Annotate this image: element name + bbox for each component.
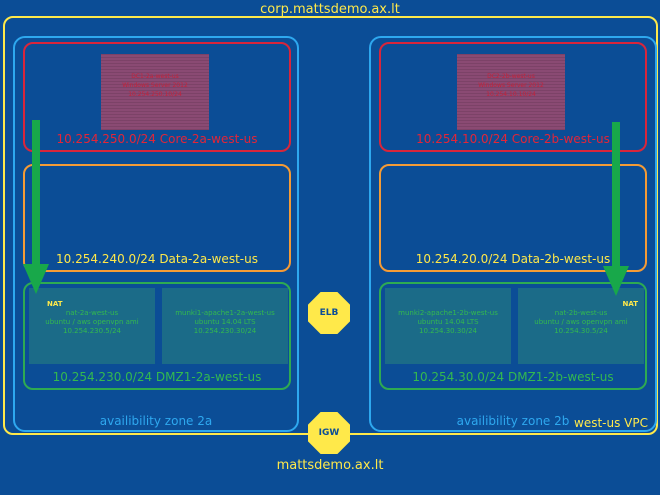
host-name: munki2-apache1-2b-west-us <box>398 309 498 317</box>
server-name: DC2-2b-west-us <box>487 73 535 80</box>
nat-tag: NAT <box>47 300 63 308</box>
server-ip: 10.254.10.10/24 <box>486 91 536 98</box>
core-subnet-2a: DC1-2a-west-us Windows Server 2012 10.25… <box>23 42 291 152</box>
vpc-boundary: west-us VPC DC1-2a-west-us Windows Serve… <box>3 16 658 435</box>
host-name: nat-2a-west-us <box>65 309 119 317</box>
host-ip: 10.254.30.30/24 <box>418 327 478 335</box>
arrow-core-to-nat-2b <box>603 122 629 296</box>
server-ip: 10.254.250.10/24 <box>128 91 182 98</box>
availability-zone-2a: DC1-2a-west-us Windows Server 2012 10.25… <box>13 36 299 432</box>
domain-controller-server[interactable]: DC2-2b-west-us Windows Server 2012 10.25… <box>457 54 565 130</box>
public-domain-label: mattsdemo.ax.lt <box>276 458 384 473</box>
host-ip: 10.254.30.5/24 <box>554 327 608 335</box>
dmz-subnet-label: 10.254.30.0/24 DMZ1-2b-west-us <box>412 370 614 384</box>
host-os: ubuntu 14.04 LTS <box>194 318 256 326</box>
nat-host[interactable]: NAT nat-2b-west-us ubuntu / aws openvpn … <box>518 288 644 364</box>
vpc-label: west-us VPC <box>574 416 648 430</box>
availability-zone-2b: DC2-2b-west-us Windows Server 2012 10.25… <box>369 36 657 432</box>
dmz-subnet-2a: NAT nat-2a-west-us ubuntu / aws openvpn … <box>23 282 291 390</box>
server-os: Windows Server 2012 <box>122 82 188 89</box>
dmz-subnet-2b: munki2-apache1-2b-west-us ubuntu 14.04 L… <box>379 282 647 390</box>
dmz-subnet-label: 10.254.230.0/24 DMZ1-2a-west-us <box>52 370 262 384</box>
host-name: munki1-apache1-2a-west-us <box>175 309 275 317</box>
web-host[interactable]: munki1-apache1-2a-west-us ubuntu 14.04 L… <box>162 288 288 364</box>
data-subnet-label: 10.254.240.0/24 Data-2a-west-us <box>56 252 258 266</box>
data-subnet-label: 10.254.20.0/24 Data-2b-west-us <box>415 252 611 266</box>
host-os: ubuntu / aws openvpn ami <box>45 318 139 326</box>
az-label: availibility zone 2a <box>99 414 213 428</box>
data-subnet-2a: 10.254.240.0/24 Data-2a-west-us <box>23 164 291 272</box>
elb-load-balancer[interactable]: ELB <box>308 292 350 334</box>
host-ip: 10.254.230.5/24 <box>62 327 122 335</box>
core-subnet-label: 10.254.10.0/24 Core-2b-west-us <box>416 132 610 146</box>
host-name: nat-2b-west-us <box>554 309 608 317</box>
host-os: ubuntu / aws openvpn ami <box>534 318 628 326</box>
server-name: DC1-2a-west-us <box>131 73 179 80</box>
nat-tag: NAT <box>622 300 638 308</box>
core-subnet-label: 10.254.250.0/24 Core-2a-west-us <box>56 132 258 146</box>
data-subnet-2b: 10.254.20.0/24 Data-2b-west-us <box>379 164 647 272</box>
core-subnet-2b: DC2-2b-west-us Windows Server 2012 10.25… <box>379 42 647 152</box>
nat-host[interactable]: NAT nat-2a-west-us ubuntu / aws openvpn … <box>29 288 155 364</box>
domain-controller-server[interactable]: DC1-2a-west-us Windows Server 2012 10.25… <box>101 54 209 130</box>
web-host[interactable]: munki2-apache1-2b-west-us ubuntu 14.04 L… <box>385 288 511 364</box>
arrow-core-to-nat-2a <box>23 120 49 294</box>
corp-domain-label: corp.mattsdemo.ax.lt <box>260 2 400 17</box>
igw-internet-gateway[interactable]: IGW <box>308 412 350 454</box>
server-os: Windows Server 2012 <box>478 82 544 89</box>
host-os: ubuntu 14.04 LTS <box>417 318 479 326</box>
host-ip: 10.254.230.30/24 <box>193 327 257 335</box>
az-label: availibility zone 2b <box>456 414 570 428</box>
